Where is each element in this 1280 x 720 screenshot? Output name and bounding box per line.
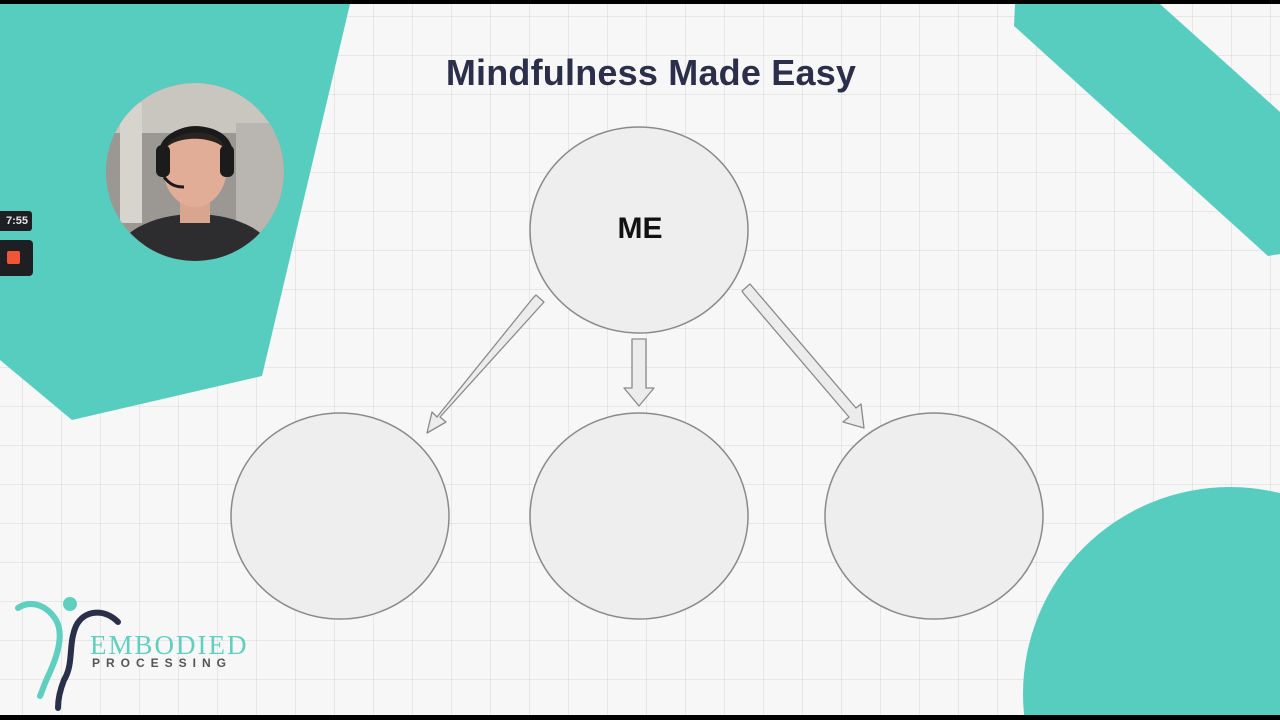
arrow-down xyxy=(623,338,655,407)
recording-timer: 7:55 xyxy=(0,211,32,231)
arrow-right xyxy=(741,283,865,429)
node-right xyxy=(824,412,1044,620)
node-left xyxy=(230,412,450,620)
embodied-processing-logo-icon xyxy=(15,597,121,711)
logo-text-processing: PROCESSING xyxy=(92,656,233,670)
slide-title: Mindfulness Made Easy xyxy=(445,52,857,93)
stop-square-icon xyxy=(7,251,20,264)
decorative-shapes xyxy=(0,4,1280,715)
node-me xyxy=(529,126,749,334)
logo-text-embodied: EMBODIED xyxy=(90,630,249,660)
node-middle xyxy=(529,412,749,620)
node-me-label: ME xyxy=(617,212,663,245)
arrow-left xyxy=(426,294,545,434)
slide-canvas: Mindfulness Made Easy ME 7:55 EMBODIED P… xyxy=(0,4,1280,715)
teal-circle-bottom-right xyxy=(1023,487,1280,715)
presenter-webcam xyxy=(106,83,284,261)
stop-recording-button[interactable] xyxy=(0,240,33,276)
presenter-avatar-icon xyxy=(106,83,284,261)
teal-shape-top-right xyxy=(1014,4,1280,256)
